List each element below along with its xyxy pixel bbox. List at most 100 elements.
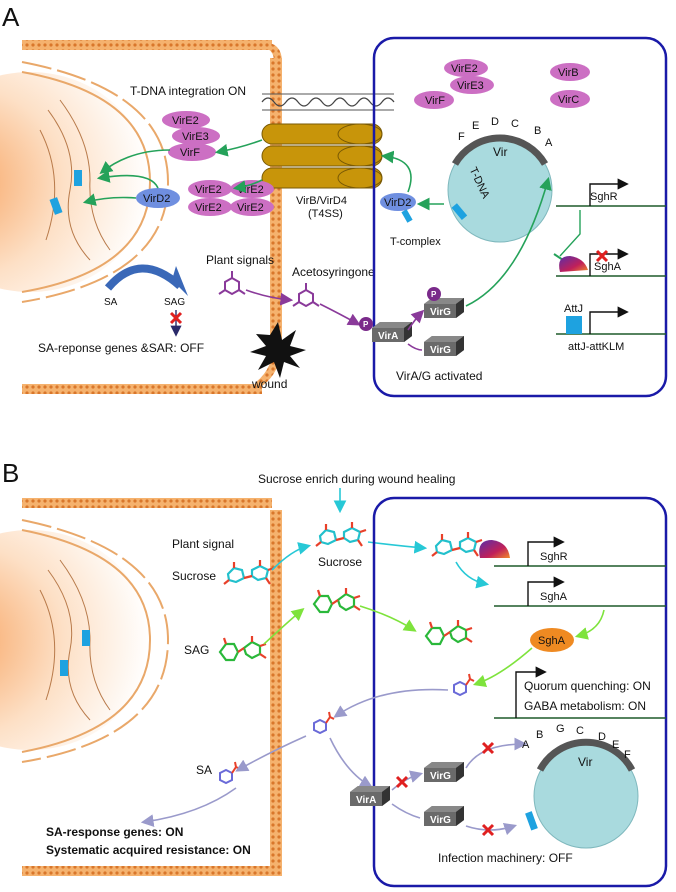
sag-label-b: SAG: [184, 643, 209, 657]
host-vire2-1: VirE2: [195, 184, 222, 196]
sa-sag-arrowhead: [172, 266, 188, 296]
quorum-label: Quorum quenching: ON: [524, 679, 651, 693]
plant-signal-label: Plant signal: [172, 537, 234, 551]
host-protein-vire2: VirE2: [172, 115, 199, 127]
vir-letter-c: C: [511, 118, 519, 130]
arrow-sag-into-wall: [263, 607, 305, 645]
tdna-segment-plasmid-b: [525, 811, 538, 831]
sghr-label-a: SghR: [590, 191, 618, 203]
attj-promoter: [589, 306, 629, 334]
sgha-enzyme-shape: [530, 628, 574, 652]
arrow-tcomplex-to-t4ss: [380, 150, 412, 193]
arrow-vird2-upper: [96, 170, 159, 189]
vir-label-b: Vir: [578, 755, 592, 769]
vira-label-a: VirA: [378, 331, 398, 342]
sag-label-a: SAG: [164, 297, 185, 308]
vir-b-letter-e: E: [612, 739, 619, 751]
tdna-segment-host-b2: [60, 660, 68, 676]
phospho-vira-label: P: [363, 320, 369, 329]
block-x-sgha: [595, 249, 609, 263]
vir-letter-f: F: [458, 131, 465, 143]
virg-label-a-2: VirG: [430, 345, 451, 356]
vir-region-b: [536, 738, 636, 772]
vir-letter-d: D: [491, 116, 499, 128]
arrow-sgha-to-sa: [472, 647, 533, 688]
sucrose-right-label: Sucrose: [318, 555, 362, 569]
tdna-segment-plasmid-a: [451, 203, 468, 221]
plant-signals-label: Plant signals: [206, 253, 274, 267]
arrow-virg-to-vir-b: [465, 737, 528, 769]
phospho-virg: [427, 287, 441, 301]
tdna-integration-label: T-DNA integration ON: [130, 84, 246, 98]
sgha-label-a: SghA: [594, 261, 622, 273]
sghr-promoter-b: [527, 536, 565, 566]
arrow-sgha-expression: [574, 609, 605, 640]
wound-label: wound: [251, 377, 287, 391]
sa-molecule-bact: [453, 673, 475, 696]
vir-letter-b: B: [534, 125, 541, 137]
tcomplex-tdna: [401, 209, 413, 223]
block-x-vira-virg: [395, 775, 409, 789]
vir-b-letter-f: F: [624, 749, 631, 761]
sgha-promoter: [589, 248, 629, 276]
sucrose-molecule-bact: [430, 530, 484, 558]
vir-b-letter-g: G: [556, 723, 565, 735]
bacterial-protein-cluster: [414, 59, 590, 109]
sar-on: Systematic acquired resistance: ON: [46, 843, 251, 857]
membrane-lines: [262, 93, 394, 111]
sag-molecule-left: [218, 634, 268, 662]
sghr-protein-b: [479, 540, 510, 558]
vir-letter-e: E: [472, 120, 479, 132]
sgha-enzyme-label: SghA: [538, 635, 566, 647]
phospho-virg-label: P: [431, 290, 437, 299]
sa-molecule-mid: [313, 711, 335, 734]
virg-label-b-2: VirG: [430, 815, 451, 826]
arrow-sa-into-plant: [235, 735, 307, 772]
sucrose-enrich-label: Sucrose enrich during wound healing: [258, 472, 455, 486]
bact-virb: VirB: [558, 67, 579, 79]
bacterium-a: [372, 36, 668, 398]
arrow-sucrose-into-wall: [271, 542, 312, 571]
infection-off: Infection machinery: OFF: [438, 851, 573, 865]
arrow-t4ss-to-virf: [214, 139, 263, 157]
host-vire2-2: VirE2: [237, 184, 264, 196]
nucleus-b: [0, 519, 170, 763]
t4ss-label-2: (T4SS): [308, 208, 343, 220]
arrow-signal-to-aceto: [245, 289, 294, 306]
arrow-virg-to-vir: [465, 176, 552, 307]
vird2-bact: VirD2: [384, 197, 411, 209]
tdna-segment-host-1: [74, 170, 82, 186]
arrow-sucrose-release-sghr: [455, 561, 490, 589]
host-protein-virf: VirF: [180, 147, 200, 159]
tdna-segment-host-b1: [82, 630, 90, 646]
panel-a-label: A: [2, 2, 20, 32]
arrow-vira-to-virg: [407, 309, 425, 331]
attj-operon-label: attJ-attKLM: [568, 341, 624, 353]
vira-g-activated: VirA/G activated: [396, 369, 482, 383]
sghr-label-b: SghR: [540, 551, 568, 563]
vir-b-letter-b: B: [536, 729, 543, 741]
panel-b-label: B: [2, 458, 19, 488]
sucrose-left-label: Sucrose: [172, 569, 216, 583]
sa-label-b: SA: [196, 763, 212, 777]
wound-splat: [250, 322, 306, 378]
virg-label-a-1: VirG: [430, 307, 451, 318]
arrow-sa-out: [333, 688, 449, 718]
host-vire2-4: VirE2: [237, 202, 264, 214]
t4ss-channel: [261, 123, 383, 189]
membrane-coil: [261, 97, 395, 107]
sucrose-molecule-left: [222, 558, 276, 586]
vir-b-letter-a: A: [522, 739, 530, 751]
plant-cell-wall-b: [22, 498, 282, 876]
vird2-bact-shape: [380, 193, 416, 211]
host-vire2-3: VirE2: [195, 202, 222, 214]
bact-vire2: VirE2: [451, 63, 478, 75]
sa-sag-arrow: [104, 264, 183, 291]
host-protein-vire3: VirE3: [182, 131, 209, 143]
sa-label-a: SA: [104, 297, 118, 308]
phospho-vira: [359, 317, 373, 331]
vir-b-letter-c: C: [576, 725, 584, 737]
vir-label-a: Vir: [493, 145, 507, 159]
gaba-label: GABA metabolism: ON: [524, 699, 646, 713]
vira-label-b: VirA: [356, 795, 376, 806]
